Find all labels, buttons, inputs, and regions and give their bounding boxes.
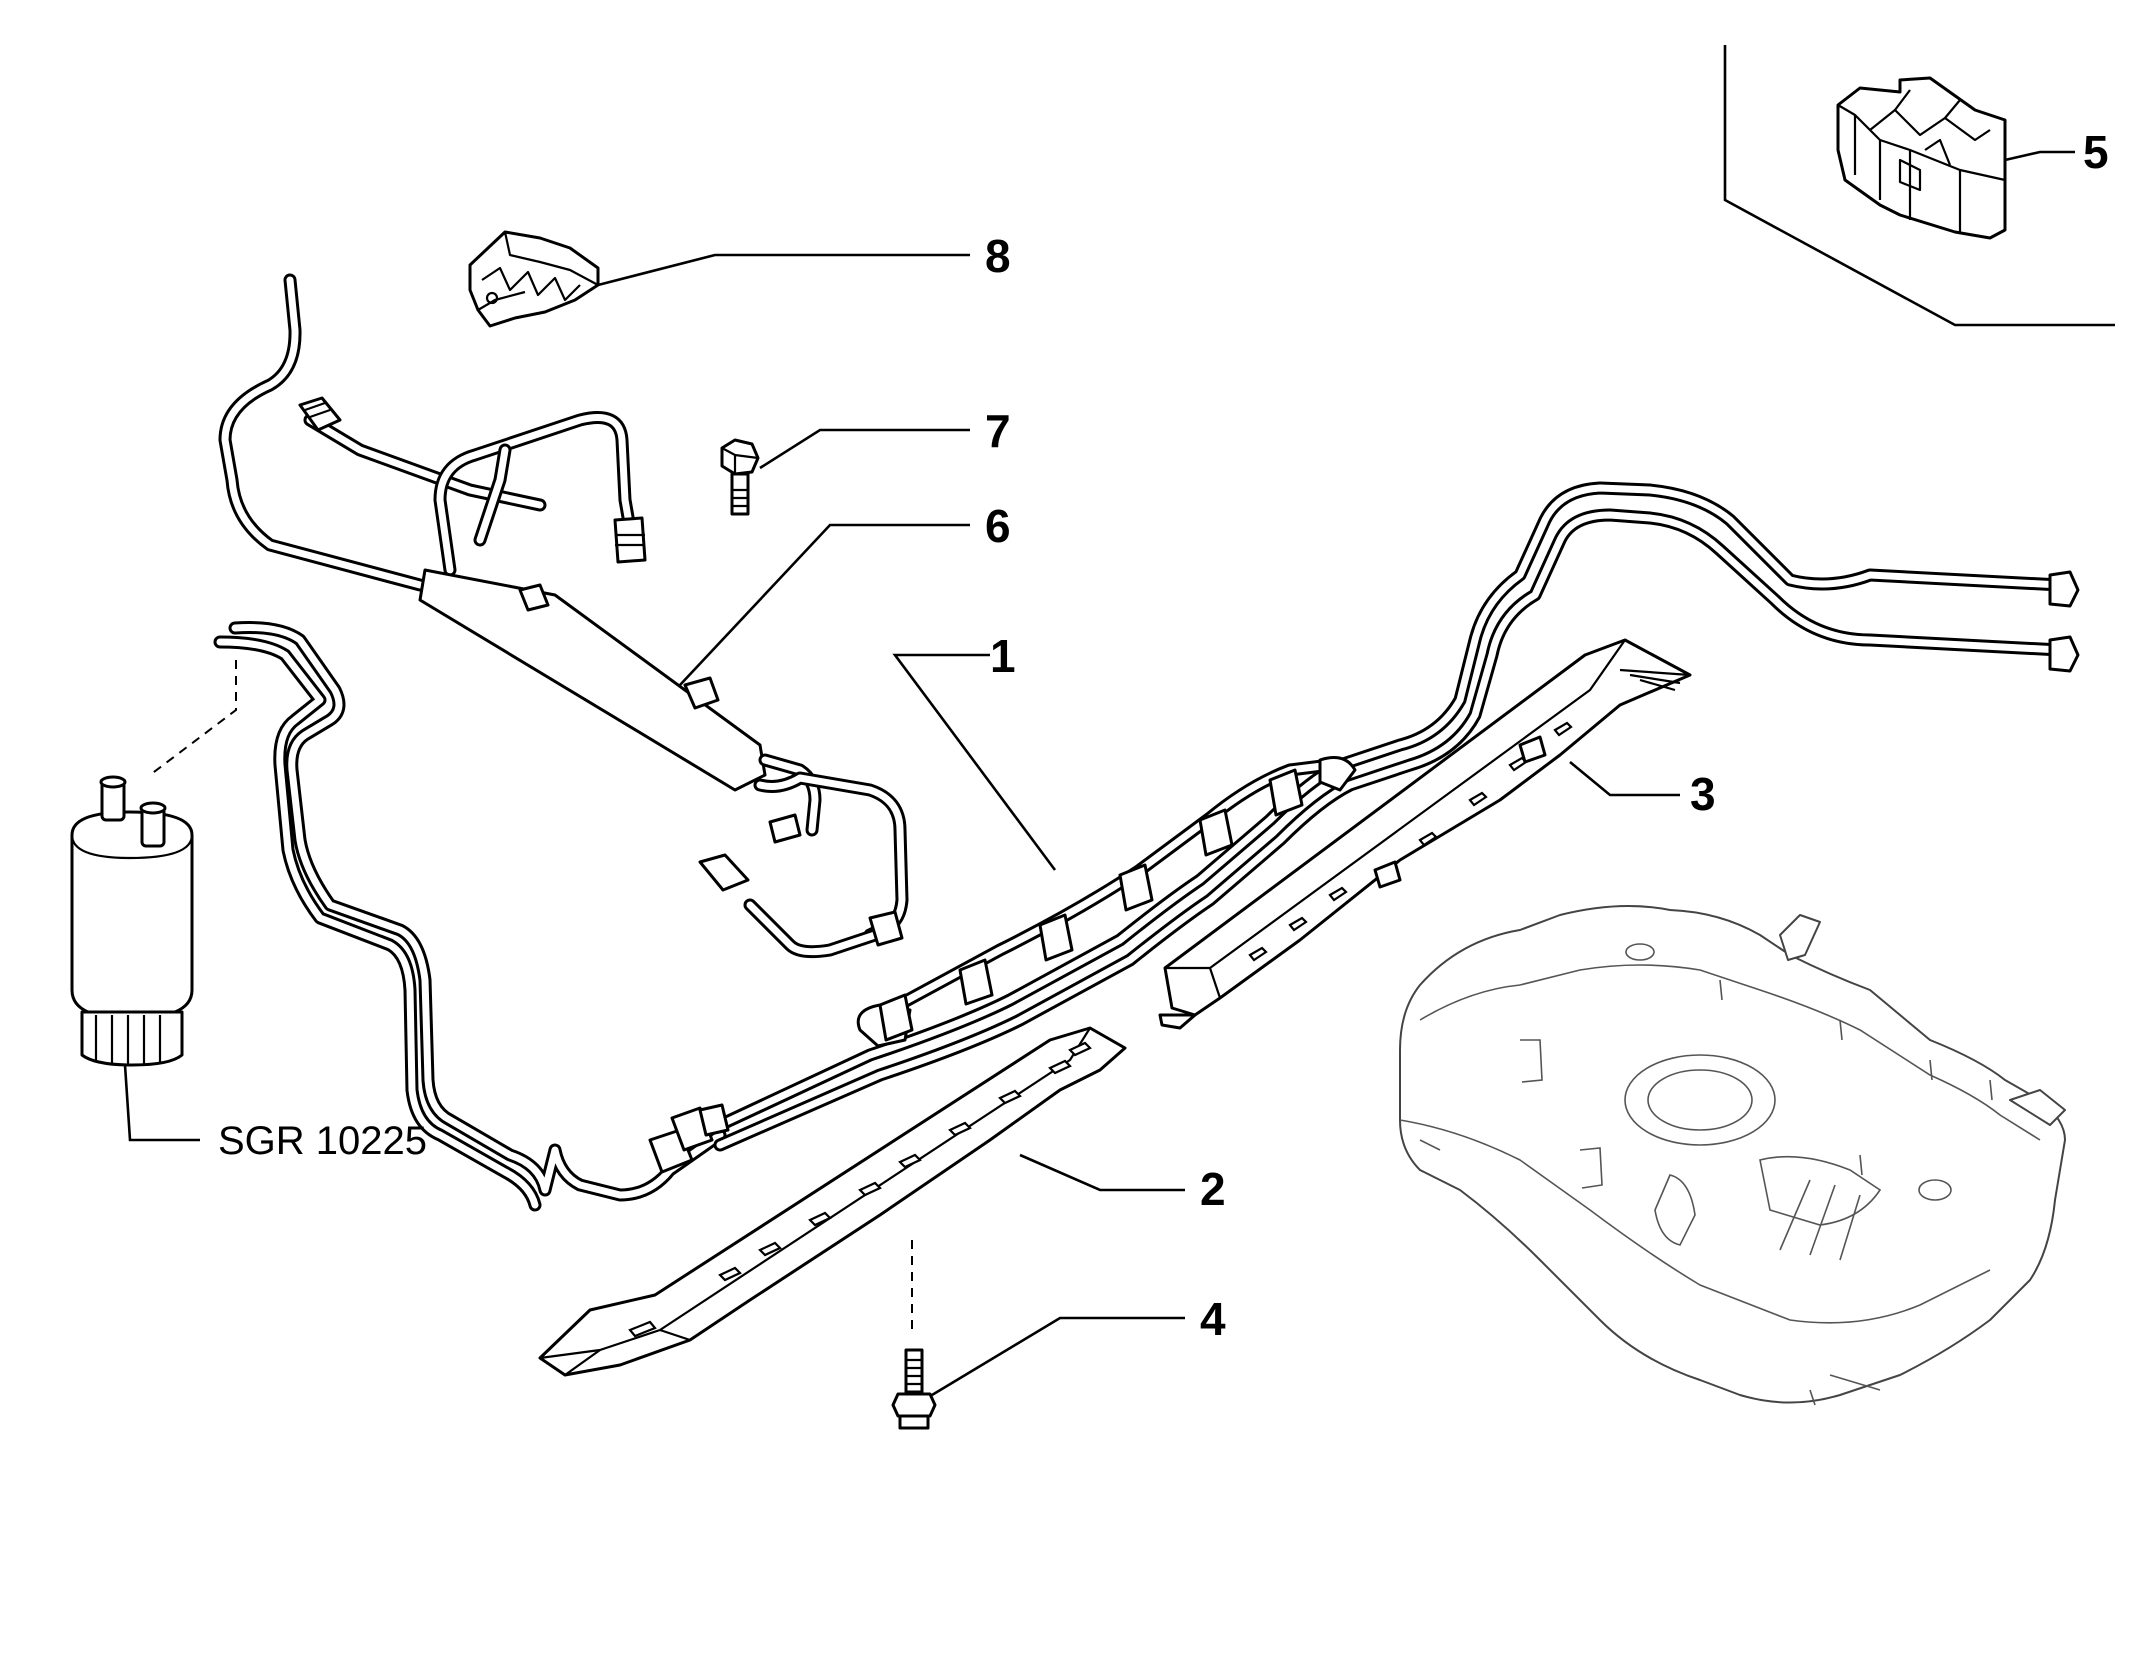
part-2-bracket (538, 1026, 1127, 1377)
callout-1: 1 (990, 630, 1016, 682)
fuel-tank (1399, 905, 2066, 1406)
part-5-inset (1723, 45, 2115, 327)
part-3-bracket (1158, 638, 1692, 1030)
callout-7: 7 (985, 405, 1011, 457)
part-7-bolt (720, 438, 760, 516)
reference-code-label: SGR 10225 (218, 1119, 427, 1163)
part-6-fuel-line (218, 273, 909, 959)
part-8-clip (468, 230, 600, 328)
callout-8: 8 (985, 230, 1011, 282)
part-1-fuel-line (213, 481, 2080, 1212)
callout-labels: 1 2 3 4 5 6 7 8 SGR 10225 (218, 126, 2109, 1345)
part-5-clip (1836, 76, 2007, 240)
callout-5: 5 (2083, 126, 2109, 178)
callout-6: 6 (985, 500, 1011, 552)
callout-4: 4 (1200, 1293, 1226, 1345)
part-4-bolt (891, 1240, 937, 1430)
leader-lines (123, 150, 2075, 1397)
callout-3: 3 (1690, 768, 1716, 820)
fuel-filter (70, 660, 237, 1067)
callout-2: 2 (1200, 1163, 1226, 1215)
